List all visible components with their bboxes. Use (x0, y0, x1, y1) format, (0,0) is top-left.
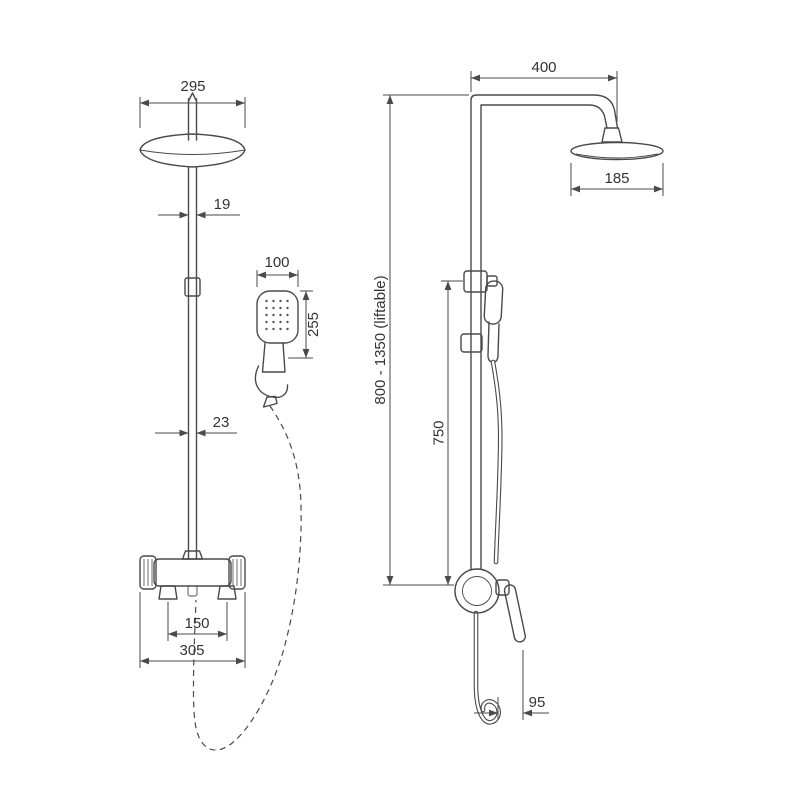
hand-shower-head-side (483, 280, 504, 325)
dim-valve-overall-width: 305 (139, 592, 246, 668)
hand-shower-handle (261, 342, 286, 373)
dim-head-diameter-label: 185 (604, 170, 629, 187)
dim-head-width: 295 (139, 78, 246, 128)
dim-hand-shower-length-label: 255 (305, 312, 322, 337)
hose-front (192, 405, 302, 751)
dim-pipe-upper: 19 (158, 196, 240, 219)
hose-side-upper (490, 359, 503, 565)
hose-side-lower-loop (473, 610, 501, 725)
dim-hand-shower-width: 100 (256, 254, 299, 287)
dim-valve-overall-width-label: 305 (179, 642, 204, 659)
lever-pivot (495, 579, 510, 596)
hose-outlet (187, 585, 198, 597)
hand-shower-head (256, 290, 299, 344)
overhead-shower-front (139, 133, 246, 168)
connector-tip (187, 92, 198, 102)
hand-shower-bracket (254, 365, 289, 399)
dim-pipe-lower: 23 (155, 414, 237, 437)
escutcheon (181, 550, 204, 560)
front-view: 295 19 100 (139, 78, 322, 751)
dim-slide-bar: 750 (431, 280, 463, 585)
inlet-nut-left (158, 585, 178, 600)
dim-handle-projection: 95 (474, 650, 549, 720)
spray-face-dots (265, 299, 289, 331)
dim-hand-shower-width-label: 100 (264, 254, 289, 271)
dim-column-height: 800 - 1350 (liftable) (372, 94, 469, 586)
valve-handle-left (139, 555, 157, 590)
mixer-valve-side (454, 568, 526, 643)
hose-connector-front (262, 395, 278, 408)
dim-head-diameter: 185 (570, 163, 664, 196)
valve-body (153, 558, 232, 587)
shower-column-side (470, 94, 623, 570)
dim-pipe-lower-label: 23 (213, 414, 230, 431)
dim-arm-reach: 400 (470, 59, 618, 122)
inlet-nut-right (217, 585, 237, 600)
ball-joint (601, 127, 623, 143)
valve-handle-right (228, 555, 246, 590)
dim-arm-reach-label: 400 (531, 59, 556, 76)
dim-valve-inlet-centers-label: 150 (184, 615, 209, 632)
dim-hand-shower-length: 255 (288, 290, 322, 359)
side-view: 400 185 800 - 1350 (liftable) (372, 59, 664, 725)
lever-handle (503, 584, 526, 643)
mixer-valve-front (139, 550, 246, 600)
valve-flange (454, 568, 500, 614)
overhead-shower-side (570, 141, 664, 161)
dim-head-width-label: 295 (180, 78, 205, 95)
pipe-joint-front (184, 277, 201, 297)
dim-column-height-label: 800 - 1350 (liftable) (372, 275, 389, 404)
slider-bracket-side (463, 270, 488, 293)
dim-handle-projection-label: 95 (529, 694, 546, 711)
hand-shower-handle-side (487, 321, 500, 363)
hand-shower-front (254, 290, 299, 408)
top-connector-front (187, 92, 198, 141)
dim-valve-inlet-centers: 150 (167, 602, 228, 641)
wall-bracket-side (460, 333, 483, 353)
dim-pipe-upper-label: 19 (214, 196, 231, 213)
dim-slide-bar-label: 750 (431, 420, 448, 445)
hand-shower-side (483, 280, 504, 363)
riser-pipe-front (187, 166, 198, 560)
